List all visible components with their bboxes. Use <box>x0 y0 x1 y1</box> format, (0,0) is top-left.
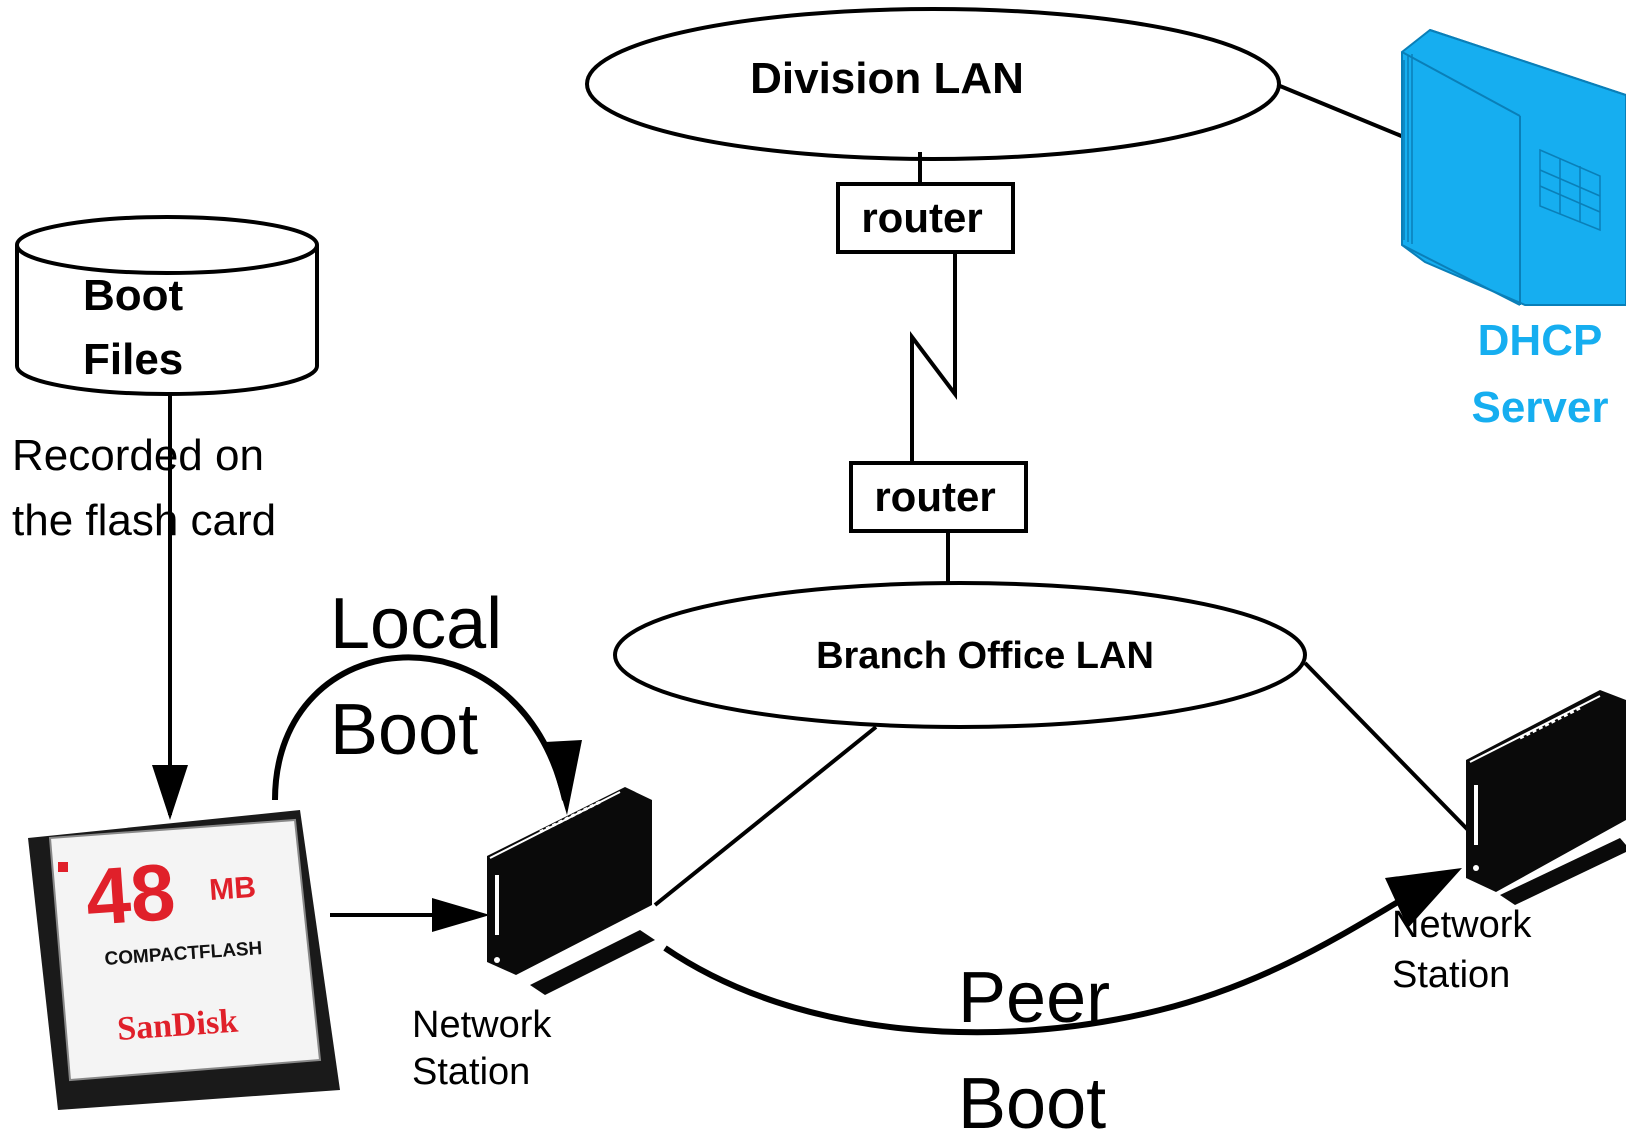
branch-lan-label: Branch Office LAN <box>816 635 1154 677</box>
router-top: router <box>836 182 1015 254</box>
station-left-line2: Station <box>412 1051 530 1093</box>
division-lan-label: Division LAN <box>750 54 1024 103</box>
recorded-note-line1: Recorded on <box>12 431 264 480</box>
link-branch-station-right <box>1303 661 1472 834</box>
station-left-line1: Network <box>412 1004 552 1046</box>
router-bottom: router <box>849 461 1028 533</box>
division-lan: Division LAN <box>585 7 1281 161</box>
router-top-label: router <box>861 194 982 241</box>
local-boot-arrowhead <box>545 740 582 815</box>
peer-boot-arc <box>663 871 1452 1036</box>
branch-office-lan: Branch Office LAN <box>613 581 1307 729</box>
local-boot-line2: Boot <box>330 690 478 770</box>
recorded-note-line2: the flash card <box>12 496 276 545</box>
station-right-line1: Network <box>1392 904 1532 946</box>
network-station-right-icon <box>1466 690 1626 905</box>
server-icon <box>1401 28 1626 306</box>
card-capacity: 48 <box>83 847 178 942</box>
link-branch-station-left <box>653 725 878 907</box>
card-unit: MB <box>208 871 257 907</box>
compactflash-card-image: 48 MB COMPACTFLASH SanDisk <box>28 810 340 1110</box>
local-boot-arc <box>272 654 568 801</box>
boot-files-line2: Files <box>83 335 183 384</box>
router-bottom-label: router <box>874 473 995 520</box>
wan-link <box>910 252 957 463</box>
card-notch <box>58 862 68 872</box>
arrowhead-station <box>432 898 490 932</box>
station-right-line2: Station <box>1392 954 1510 996</box>
dhcp-label-line2: Server <box>1471 383 1608 432</box>
arrowhead-card <box>152 765 188 820</box>
network-station-left-icon <box>487 787 655 995</box>
dhcp-label-line1: DHCP <box>1478 316 1603 365</box>
boot-files-line1: Boot <box>83 271 184 320</box>
peer-boot-line2: Boot <box>958 1064 1106 1136</box>
card-brand: SanDisk <box>116 1003 239 1048</box>
boot-files-cylinder: Boot Files <box>15 215 319 396</box>
local-boot-line1: Local <box>330 584 502 664</box>
peer-boot-line1: Peer <box>958 958 1110 1038</box>
peer-boot-arrowhead <box>1385 868 1462 928</box>
